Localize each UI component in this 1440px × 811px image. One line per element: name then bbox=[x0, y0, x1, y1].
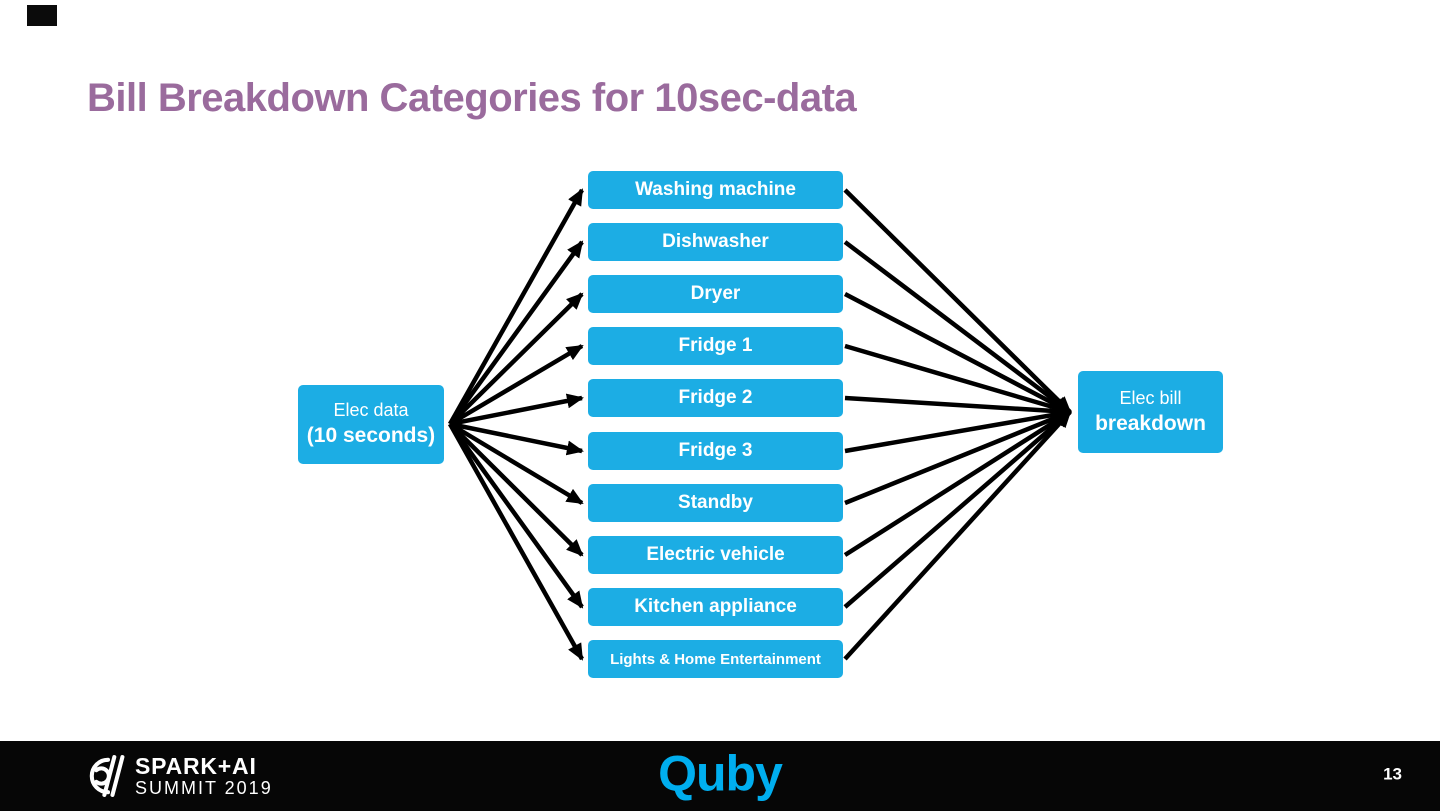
slide-title: Bill Breakdown Categories for 10sec-data bbox=[87, 76, 857, 120]
target-node: Elec bill breakdown bbox=[1078, 371, 1223, 453]
category-node-label: Fridge 1 bbox=[678, 335, 753, 356]
category-node: Washing machine bbox=[588, 171, 843, 209]
category-node: Fridge 3 bbox=[588, 432, 843, 470]
category-node-label: Dishwasher bbox=[662, 231, 769, 252]
flow-arrow bbox=[448, 344, 584, 426]
flow-arrow bbox=[448, 422, 584, 557]
flow-arrow bbox=[844, 409, 1072, 506]
category-node: Fridge 2 bbox=[588, 379, 843, 417]
source-node-label-line1: Elec data bbox=[333, 400, 409, 421]
flow-arrow bbox=[843, 188, 1072, 414]
flow-arrow bbox=[843, 410, 1072, 609]
conference-logo-text: SPARK+AI SUMMIT 2019 bbox=[135, 752, 273, 799]
spark-ai-summit-icon bbox=[89, 755, 125, 797]
category-node: Dryer bbox=[588, 275, 843, 313]
quby-logo: Quby bbox=[658, 745, 783, 802]
category-node-label: Dryer bbox=[690, 283, 741, 304]
flow-arrow bbox=[843, 292, 1072, 414]
category-node-label: Fridge 2 bbox=[678, 387, 753, 408]
conference-name: SPARK+AI bbox=[135, 752, 257, 779]
target-node-label-line2: breakdown bbox=[1095, 411, 1206, 435]
category-node-label: Fridge 3 bbox=[678, 440, 753, 461]
flow-arrow bbox=[844, 395, 1072, 419]
flow-arrow bbox=[448, 422, 584, 609]
category-node: Dishwasher bbox=[588, 223, 843, 261]
flow-arrow bbox=[449, 393, 584, 427]
source-node-label-line2: (10 seconds) bbox=[306, 424, 436, 448]
flow-arrow bbox=[844, 407, 1072, 454]
flow-arrow bbox=[448, 422, 584, 505]
flow-arrow bbox=[843, 410, 1072, 661]
flow-arrow bbox=[844, 343, 1072, 415]
flow-arrow bbox=[449, 421, 584, 456]
category-node-label: Standby bbox=[678, 492, 753, 513]
flow-arrow bbox=[843, 240, 1072, 414]
target-node-label-line1: Elec bill bbox=[1119, 387, 1182, 408]
category-node-label: Lights & Home Entertainment bbox=[610, 650, 821, 668]
category-node: Electric vehicle bbox=[588, 536, 843, 574]
flow-arrow bbox=[448, 422, 584, 661]
source-node: Elec data (10 seconds) bbox=[298, 385, 444, 464]
conference-logo: SPARK+AI SUMMIT 2019 bbox=[72, 749, 273, 803]
corner-mark bbox=[27, 5, 57, 26]
footer-bar: SPARK+AI SUMMIT 2019 Quby 13 bbox=[0, 741, 1440, 811]
page-number: 13 bbox=[1383, 764, 1402, 784]
flow-arrow bbox=[448, 292, 584, 426]
flow-arrow bbox=[448, 188, 584, 426]
flow-arrow bbox=[448, 240, 584, 426]
conference-year: SUMMIT 2019 bbox=[135, 777, 273, 798]
category-node: Kitchen appliance bbox=[588, 588, 843, 626]
category-node: Lights & Home Entertainment bbox=[588, 640, 843, 678]
category-node-label: Electric vehicle bbox=[646, 544, 785, 565]
category-node-label: Kitchen appliance bbox=[634, 596, 797, 617]
category-node-label: Washing machine bbox=[635, 179, 796, 200]
category-node: Standby bbox=[588, 484, 843, 522]
flow-arrow bbox=[843, 410, 1072, 557]
category-node: Fridge 1 bbox=[588, 327, 843, 365]
